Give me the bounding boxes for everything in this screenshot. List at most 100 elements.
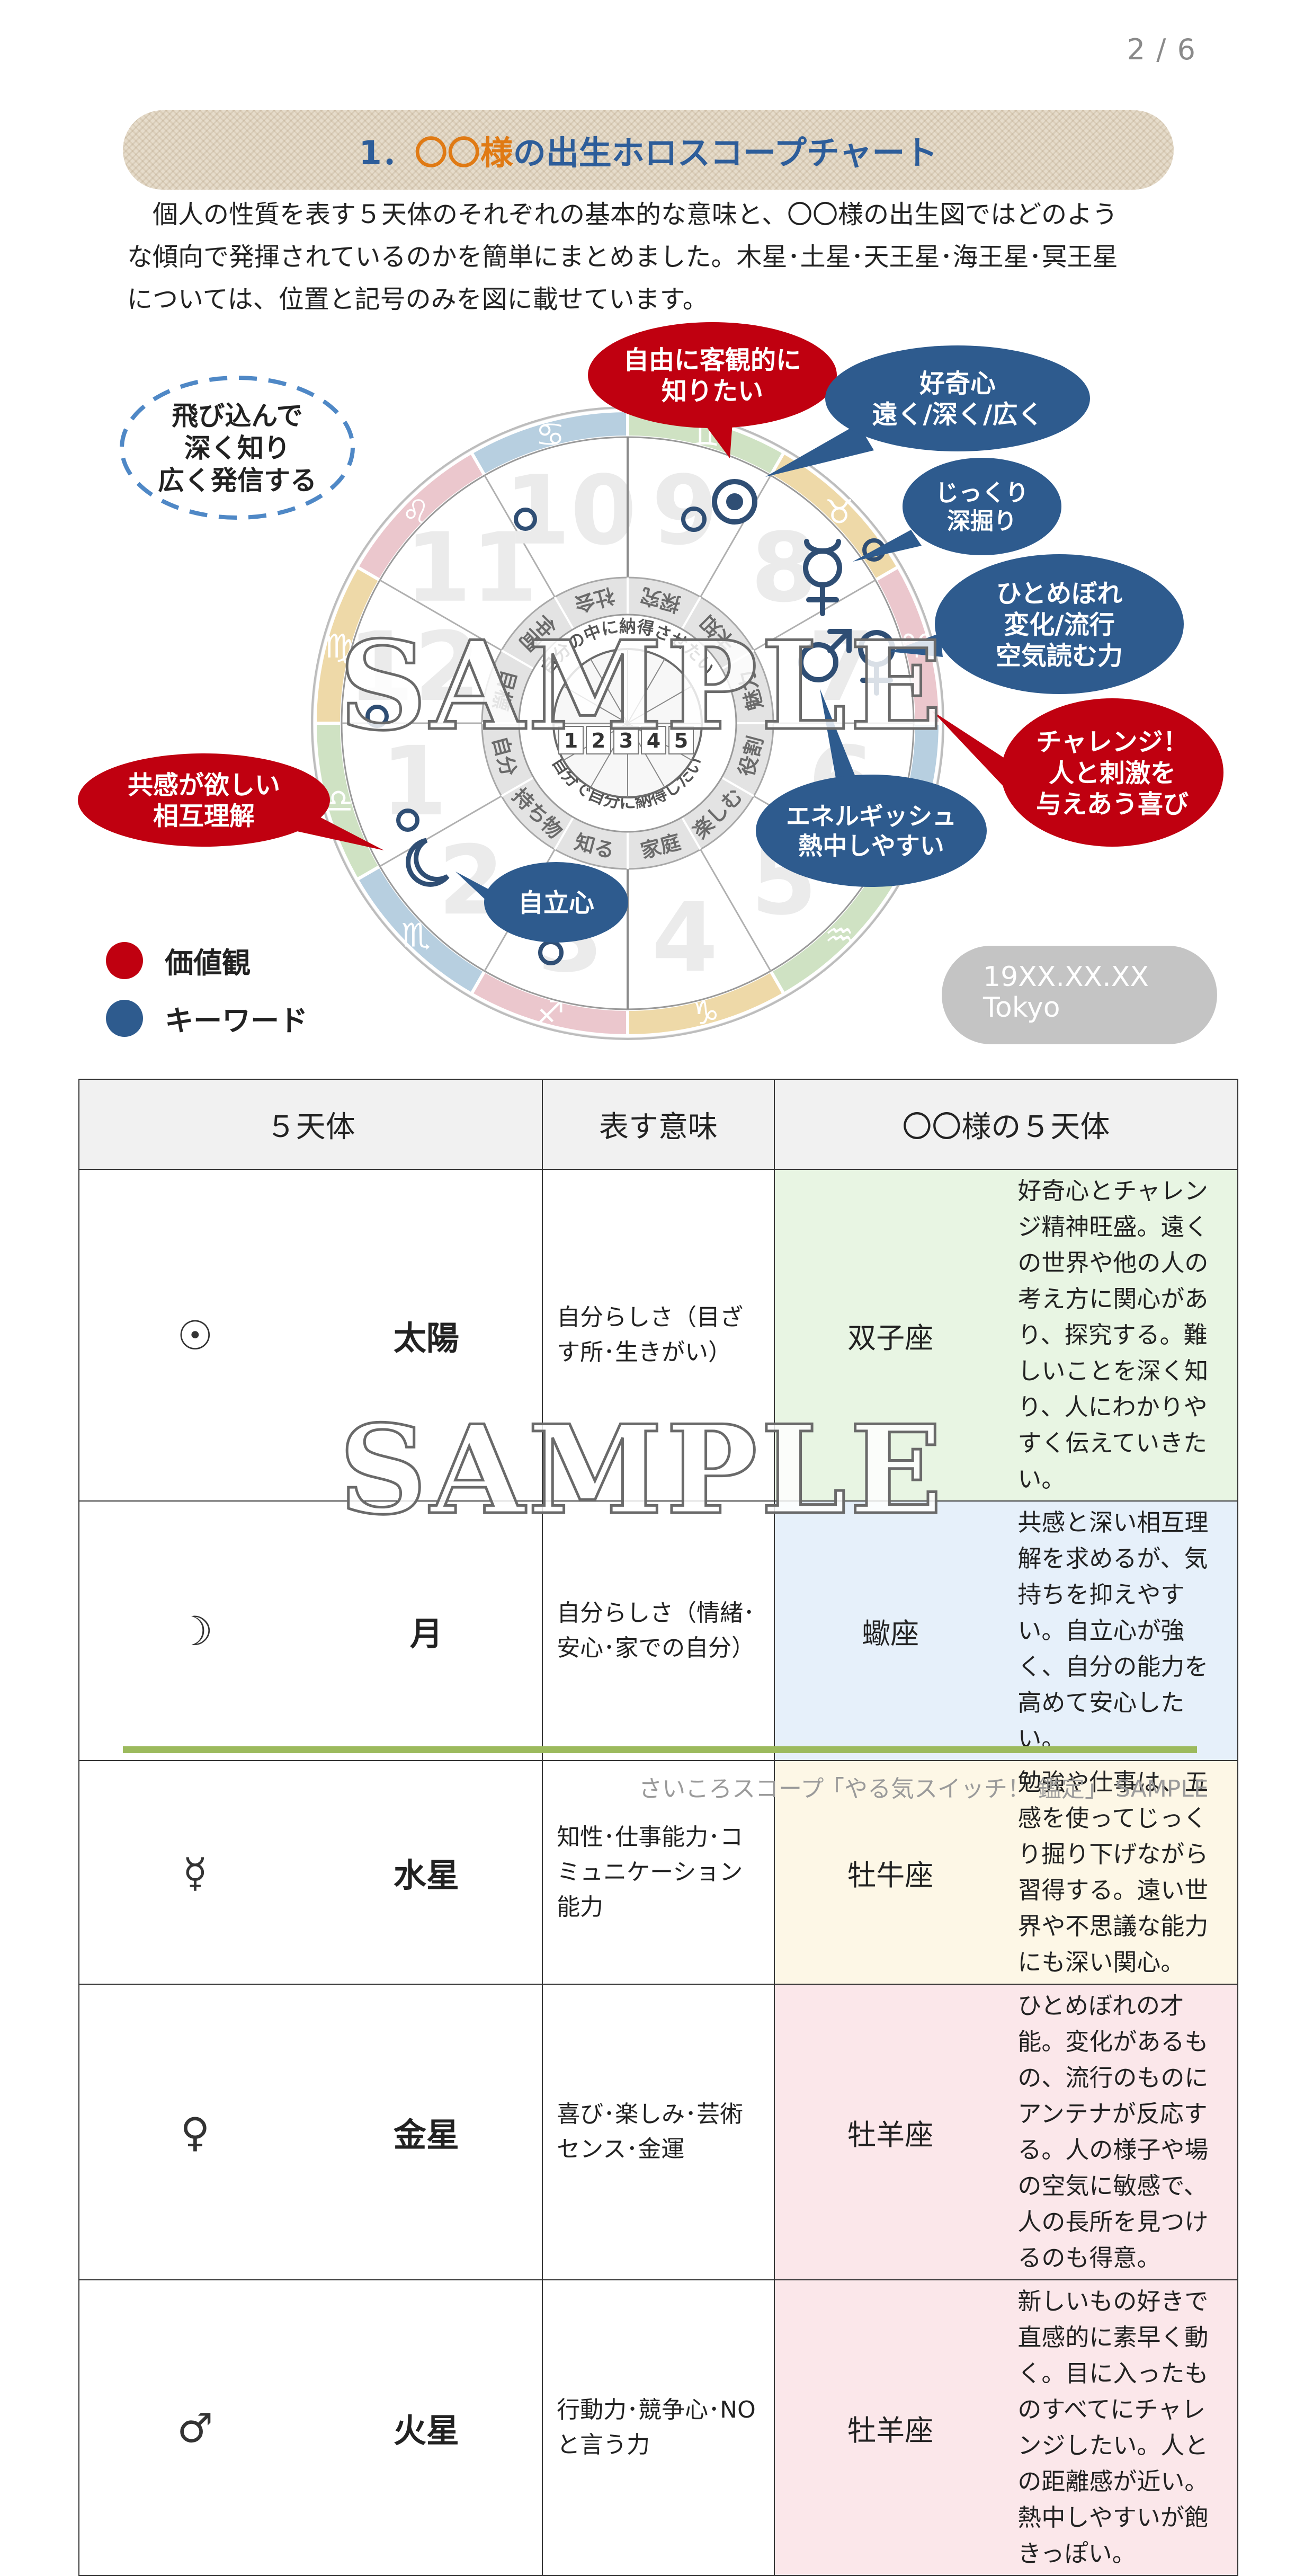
bubble-outline: [120, 376, 355, 520]
table-row: ☉ 太陽 自分らしさ（目ざす所･生きがい） 双子座 好奇心とチャレンジ精神旺盛。…: [78, 1169, 1238, 1502]
bubble-tail: [765, 424, 874, 477]
footer-brand: さいころスコープ: [639, 1775, 824, 1802]
intro-line: な傾向で発揮されているのかを簡単にまとめました。木星･土星･天王星･海王星･冥王…: [127, 242, 1118, 272]
bubble-text: 相互理解: [153, 802, 255, 831]
bubble-body: [588, 322, 837, 428]
bubble-text: 深掘り: [947, 508, 1017, 535]
planet-sign: 牡羊座: [773, 1984, 1006, 2280]
horoscope-chart: ♋♊♉♈♓♒♑♐♏♎♍♌109876543211211社会探究未知魅力役割楽しむ…: [78, 322, 1223, 1040]
section-title: 1． 〇〇様 の出生ホロスコープチャート: [123, 110, 1174, 190]
title-prefix: 1．: [359, 134, 415, 172]
legend-label: キーワード: [165, 1004, 308, 1037]
planet-meaning: 喜び･楽しみ･芸術センス･金運: [542, 1984, 775, 2280]
planet-table: ５天体 表す意味 〇〇様の５天体 ☉ 太陽 自分らしさ（目ざす所･生きがい） 双…: [78, 1079, 1239, 2576]
planet-circle: [396, 809, 419, 832]
legend-label: 価値観: [165, 946, 251, 980]
digit-box: [586, 726, 611, 754]
house-number: 11: [405, 513, 538, 624]
bubble-text: 自立心: [518, 888, 594, 918]
table-row: ♀ 金星 喜び･楽しみ･芸術センス･金運 牡羊座 ひとめぼれの才能。変化があるも…: [78, 1984, 1238, 2280]
bubble-text: 与えあう喜び: [1036, 789, 1189, 819]
house-cusp: [700, 849, 772, 972]
house-number: 12: [347, 612, 480, 723]
bubble-text: 共感が欲しい: [128, 770, 280, 800]
digit-box: [668, 726, 694, 754]
moon-icon: [406, 838, 450, 887]
planet-meaning: 自分らしさ（目ざす所･生きがい）: [542, 1169, 775, 1502]
planet-sign: 蠍座: [773, 1500, 1006, 1761]
planet-sign: 双子座: [773, 1169, 1006, 1502]
bubble-text: 自由に客観的に: [623, 345, 801, 375]
bubble-text: 遠く/深く/広く: [872, 400, 1043, 430]
planet-meaning: 自分らしさ（情緒･安心･家での自分）: [542, 1500, 775, 1761]
digit-box: [613, 726, 639, 754]
bubble-text: 人と刺激を: [1049, 758, 1176, 788]
keyword-divider: [553, 816, 575, 850]
title-name: 〇〇様: [414, 134, 513, 172]
center-spoke: [563, 686, 628, 724]
planet-sign: 牡羊座: [773, 2279, 1006, 2576]
keyword-divider: [721, 649, 755, 670]
bubble-text: じっくり: [935, 479, 1029, 507]
bubble-text: エネルギッシュ: [786, 802, 957, 831]
planet-description: 新しいもの好きで直感的に素早く動く。目に入ったものすべてにチャレンジしたい。人と…: [1006, 2279, 1238, 2576]
digit-label: 2: [592, 729, 605, 752]
intro-paragraph: 個人の性質を表す５天体のそれぞれの基本的な意味と、〇〇様の出生図ではどのよう な…: [127, 193, 1192, 321]
house-cusp: [379, 795, 502, 867]
birth-info-box: 19XX.XX.XX Tokyo: [942, 946, 1217, 1044]
planet-circle: [514, 508, 537, 531]
house-number: 1: [381, 726, 447, 837]
keyword-divider: [553, 596, 575, 630]
bubble-text: 知りたい: [662, 377, 763, 406]
house-cusp: [379, 579, 502, 651]
digit-label: 3: [619, 729, 633, 752]
keyword-divider: [501, 776, 534, 797]
bubble-body: [78, 753, 330, 847]
birth-date: 19XX.XX.XX: [983, 961, 1149, 993]
house-number: 7: [808, 612, 874, 723]
bubble-text: 熱中しやすい: [798, 832, 944, 860]
planet-name: 金星: [310, 1984, 543, 2280]
keyword-divider: [681, 596, 702, 630]
planet-meaning: 行動力･競争心･NOと言う力: [542, 2279, 775, 2576]
title-suffix: の出生ホロスコープチャート: [513, 134, 938, 172]
legend-dot-red: [106, 941, 143, 979]
bubble-body: [935, 554, 1184, 694]
house-cusp: [484, 475, 556, 598]
bubble-text: チャレンジ！: [1036, 727, 1189, 757]
planet-circle: [681, 507, 707, 532]
keyword-callout-indep: 自立心: [455, 862, 628, 943]
table-row: ☽ 月 自分らしさ（情緒･安心･家での自分） 蠍座 共感と深い相互理解を求めるが…: [78, 1500, 1238, 1761]
planet-circle: [365, 705, 389, 728]
bubble-text: 広く発信する: [158, 465, 317, 496]
planet-name: 火星: [310, 2279, 543, 2576]
bubble-text: 好奇心: [919, 369, 996, 398]
bubble-text: 飛び込んで: [172, 401, 303, 431]
house-number: 4: [651, 883, 718, 993]
page-number: 2 / 6: [1127, 33, 1196, 66]
sun-icon: ☉: [78, 1169, 311, 1502]
planet-name: 太陽: [310, 1169, 543, 1502]
keyword-divider: [681, 816, 702, 850]
bubble-body: [484, 862, 628, 943]
legend-values: 価値観: [106, 939, 251, 981]
bubble-text: ひとめぼれ: [996, 579, 1123, 609]
center-spoke: [590, 659, 628, 724]
header-meaning: 表す意味: [542, 1079, 775, 1170]
mars-icon: ♂: [78, 2279, 311, 2576]
bubble-text: 深く知り: [184, 433, 290, 464]
planet-description: 共感と深い相互理解を求めるが、気持ちを抑えやすい。自立心が強く、自分の能力を高め…: [1006, 1500, 1238, 1761]
bubble-body: [903, 458, 1061, 555]
bubble-body: [756, 775, 987, 887]
house-cusp: [700, 475, 772, 598]
digit-label: 1: [564, 729, 578, 752]
bubble-body: [825, 345, 1090, 451]
mercury-icon: ☿: [78, 1760, 311, 1985]
venus-icon: [858, 630, 895, 696]
digit-box: [641, 726, 666, 754]
mars-icon: [798, 629, 852, 682]
